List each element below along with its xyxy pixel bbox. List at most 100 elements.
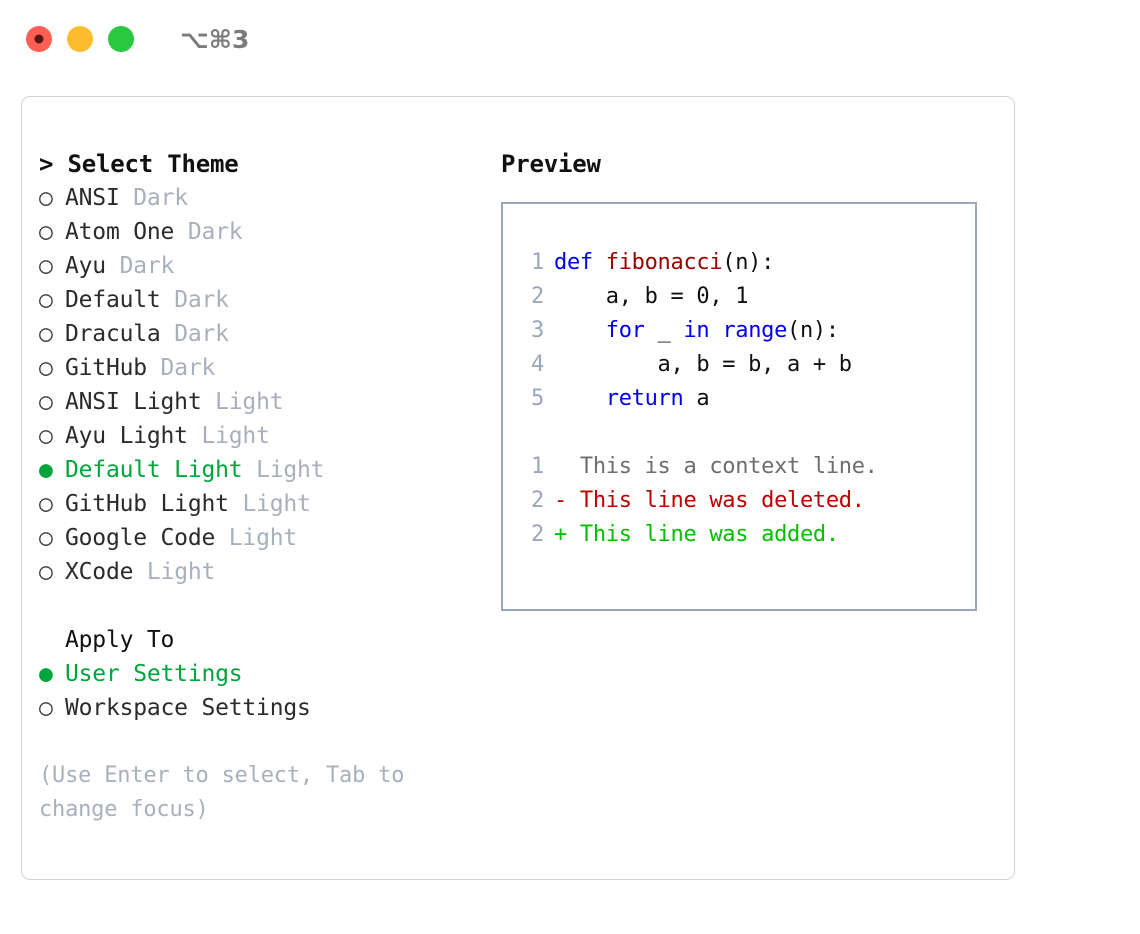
code-token: a	[683, 386, 710, 411]
theme-variant-tag: Light	[215, 389, 284, 415]
radio-unselected-icon: ○	[39, 253, 53, 279]
theme-name-label: Dracula	[65, 321, 161, 347]
theme-list-item[interactable]: ○ ANSI Dark	[39, 181, 489, 215]
theme-variant-tag: Light	[228, 525, 298, 551]
keyboard-hint-text: (Use Enter to select, Tab to change focu…	[39, 763, 405, 822]
theme-variant-tag: Light	[256, 457, 325, 483]
theme-picker-panel: > Select Theme ○ANSI Dark○Atom One Dark○…	[21, 96, 1015, 880]
theme-list-item[interactable]: ○Ayu Light Light	[39, 419, 489, 453]
code-token: def	[554, 250, 606, 275]
theme-variant-tag: Dark	[187, 219, 243, 245]
code-line: 5 return a	[503, 382, 975, 416]
code-token: (n):	[787, 318, 839, 343]
theme-name-label: Google Code	[65, 525, 216, 551]
radio-unselected-icon: ○	[39, 355, 53, 381]
preview-heading: Preview	[501, 150, 601, 178]
close-button-icon[interactable]	[26, 26, 52, 52]
apply-to-heading: Apply To	[65, 627, 175, 653]
line-number: 1	[531, 250, 544, 275]
line-number: 2	[531, 522, 544, 547]
section-spacer	[39, 589, 489, 623]
theme-name-label: ANSI Light	[65, 389, 202, 415]
minimize-button-icon[interactable]	[67, 26, 93, 52]
theme-name-label: GitHub	[65, 355, 147, 381]
code-line: 2 a, b = 0, 1	[503, 280, 975, 314]
radio-unselected-icon: ○	[39, 389, 53, 415]
code-token: _	[644, 318, 684, 343]
theme-list[interactable]: ○ANSI Dark○Atom One Dark○Ayu Dark○Defaul…	[39, 181, 489, 589]
theme-list-item[interactable]: ○ GitHub Dark	[39, 351, 489, 385]
radio-selected-icon: ●	[39, 457, 53, 483]
theme-variant-tag: Light	[242, 491, 311, 517]
code-token	[709, 318, 722, 343]
theme-variant-tag: Dark	[133, 185, 188, 211]
diff-marker: +	[554, 522, 580, 547]
line-number: 2	[531, 488, 544, 513]
theme-name-label: Ayu Light	[65, 423, 188, 449]
theme-variant-tag: Dark	[119, 253, 175, 279]
radio-selected-icon: ●	[39, 661, 53, 687]
theme-name-label: XCode	[65, 559, 134, 585]
theme-list-item[interactable]: ○ XCode Light	[39, 555, 489, 589]
theme-variant-tag: Dark	[160, 355, 216, 381]
theme-list-item[interactable]: ○Atom One Dark	[39, 215, 489, 249]
diff-sample: 1 This is a context line.2- This line wa…	[503, 450, 975, 552]
line-number: 2	[531, 284, 544, 309]
theme-name-label: GitHub Light	[65, 491, 229, 517]
theme-variant-tag: Light	[146, 559, 216, 585]
apply-to-label: User Settings	[65, 661, 243, 687]
code-line: 1 def fibonacci(n):	[503, 246, 975, 280]
code-token: return	[605, 386, 684, 411]
code-line: 4 a, b = b, a + b	[503, 348, 975, 382]
code-token: in	[683, 318, 710, 343]
code-token: a, b = b, a + b	[554, 352, 853, 377]
theme-list-item[interactable]: ○ GitHub Light Light	[39, 487, 489, 521]
radio-unselected-icon: ○	[39, 491, 53, 517]
code-token	[554, 318, 606, 343]
line-number: 5	[531, 386, 544, 411]
diff-text: This line was deleted.	[579, 488, 865, 513]
select-theme-heading: > Select Theme	[39, 150, 239, 178]
apply-to-item[interactable]: ● User Settings	[39, 657, 489, 691]
theme-variant-tag: Dark	[174, 321, 229, 347]
apply-to-list[interactable]: ● User Settings ○Workspace Settings	[39, 657, 489, 725]
zoom-button-icon[interactable]	[108, 26, 134, 52]
line-number: 3	[531, 318, 544, 343]
diff-line: 2- This line was deleted.	[503, 484, 975, 518]
radio-unselected-icon: ○	[39, 185, 53, 211]
theme-list-item[interactable]: ○ Google Code Light	[39, 521, 489, 555]
apply-to-item[interactable]: ○Workspace Settings	[39, 691, 489, 725]
theme-name-label: ANSI	[65, 185, 120, 211]
theme-list-item[interactable]: ○ Ayu Dark	[39, 249, 489, 283]
radio-unselected-icon: ○	[39, 287, 53, 313]
radio-unselected-icon: ○	[39, 525, 53, 551]
radio-unselected-icon: ○	[39, 321, 53, 347]
theme-list-item[interactable]: ○ ANSI Light Light	[39, 385, 489, 419]
code-token: range	[722, 318, 788, 343]
theme-name-label: Default Light	[65, 457, 243, 483]
diff-marker: -	[554, 488, 580, 513]
theme-name-label: Ayu	[65, 253, 106, 279]
radio-unselected-icon: ○	[39, 559, 53, 585]
code-token: a, b = 0, 1	[554, 284, 749, 309]
radio-unselected-icon: ○	[39, 695, 53, 721]
diff-spacer	[503, 416, 975, 450]
code-token: for	[605, 318, 645, 343]
window-controls	[26, 26, 134, 52]
line-number: 1	[531, 454, 544, 479]
code-line: 3 for _ in range(n):	[503, 314, 975, 348]
theme-selection-column: > Select Theme ○ANSI Dark○Atom One Dark○…	[39, 147, 489, 827]
radio-unselected-icon: ○	[39, 219, 53, 245]
theme-list-item[interactable]: ○Default Dark	[39, 283, 489, 317]
title-bar: ⌥⌘3	[0, 0, 1140, 78]
theme-list-item[interactable]: ● Default Light Light	[39, 453, 489, 487]
theme-variant-tag: Light	[201, 423, 270, 449]
diff-line: 2+ This line was added.	[503, 518, 975, 552]
code-token: (n):	[722, 250, 775, 275]
code-token: fibonacci	[605, 250, 723, 275]
theme-list-item[interactable]: ○ Dracula Dark	[39, 317, 489, 351]
